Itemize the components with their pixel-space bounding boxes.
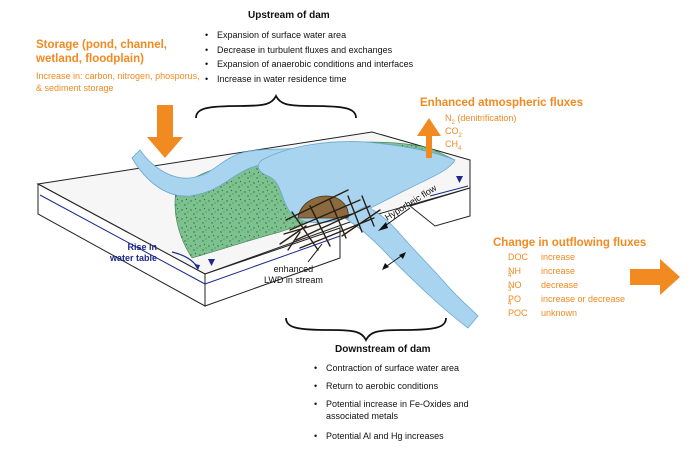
outflow-species-subscript: 4	[508, 272, 512, 279]
storage-desc-line-2: & sediment storage	[36, 83, 114, 93]
atmospheric-up-arrow	[417, 118, 441, 158]
upstream-item: Expansion of surface water area	[205, 28, 413, 43]
downstream-brace	[285, 317, 447, 343]
outflow-species-base: NH	[508, 266, 521, 276]
outflow-species-base: NO	[508, 280, 522, 290]
gas-note: (denitrification)	[454, 113, 517, 123]
outflow-change: increase	[541, 266, 576, 276]
storage-down-arrow	[147, 105, 183, 158]
water-table-marker-right	[456, 176, 463, 183]
outflow-change: increase or decrease	[541, 294, 626, 304]
downstream-item: Potential increase in Fe-Oxides and asso…	[314, 398, 469, 422]
outflow-title: Change in outflowing fluxes	[493, 237, 647, 249]
outflow-species-base: DOC	[508, 252, 528, 262]
outflow-species-base: PO	[508, 294, 522, 304]
gas-formula: CH	[445, 139, 458, 149]
downstream-item: Return to aerobic conditions	[314, 380, 438, 392]
gas-subscript: 2	[458, 132, 462, 139]
water-table-arrowhead	[194, 264, 200, 270]
lwd-label-line-2: LWD in stream	[264, 275, 323, 285]
atmospheric-title: Enhanced atmospheric fluxes	[420, 97, 583, 109]
downstream-width-arrowhead-a	[382, 263, 389, 270]
storage-title: Storage (pond, channel, wetland, floodpl…	[36, 38, 167, 66]
upstream-item: Expansion of anaerobic conditions and in…	[205, 57, 413, 72]
downstream-title: Downstream of dam	[335, 344, 431, 355]
storage-desc-line-1: Increase in: carbon, nitrogen, phosporus…	[36, 71, 200, 81]
gas-formula: CO	[445, 126, 459, 136]
outflow-change: unknown	[541, 308, 578, 318]
lwd-label-line-1: enhanced	[273, 264, 314, 274]
gas-subscript: 2	[451, 119, 455, 126]
block-front-right	[408, 187, 471, 227]
outflow-row: POC unknown	[508, 308, 638, 322]
beaver-dam-sticks	[279, 189, 381, 251]
water-table-marker-left	[208, 259, 215, 266]
gas-subscript: 4	[458, 145, 462, 152]
water-table-label: Rise in water table	[110, 242, 157, 264]
outflow-change: increase	[541, 252, 576, 262]
outflow-species-subscript: 3	[508, 286, 512, 293]
storage-title-line-2: wetland, floodplain)	[36, 53, 144, 65]
downstream-item: Contraction of surface water area	[314, 362, 459, 374]
downstream-channel	[344, 205, 479, 329]
outflow-right-arrow	[630, 259, 680, 295]
upstream-title: Upstream of dam	[248, 10, 330, 21]
atmospheric-gas: N2 (denitrification)	[445, 112, 517, 126]
water-table-label-line-1: Rise in	[127, 242, 158, 252]
water-table-line	[39, 176, 469, 285]
gas-formula: N	[445, 113, 452, 123]
hyporheic-flow-arrowhead	[378, 222, 388, 231]
storage-description: Increase in: carbon, nitrogen, phosporus…	[36, 70, 200, 94]
upstream-list: Expansion of surface water areaDecrease …	[205, 28, 413, 86]
upstream-brace	[195, 93, 357, 119]
atmospheric-gas: CO2	[445, 125, 516, 139]
downstream-width-arrowhead-b	[399, 252, 406, 259]
upstream-item: Decrease in turbulent fluxes and exchang…	[205, 43, 413, 58]
downstream-item: Potential Al and Hg increases	[314, 430, 444, 442]
outflow-row: DOC increase	[508, 252, 638, 266]
outflow-change: decrease	[541, 280, 579, 290]
lwd-pointer	[307, 243, 323, 263]
outflow-species-subscript: 4	[508, 300, 512, 307]
atmospheric-gas: CH4	[445, 138, 516, 152]
water-table-label-line-2: water table	[110, 253, 158, 263]
upstream-item: Increase in water residence time	[205, 72, 413, 87]
outflow-species-base: POC	[508, 308, 528, 318]
storage-title-line-1: Storage (pond, channel,	[36, 39, 167, 51]
lwd-label: enhanced LWD in stream	[264, 264, 323, 286]
